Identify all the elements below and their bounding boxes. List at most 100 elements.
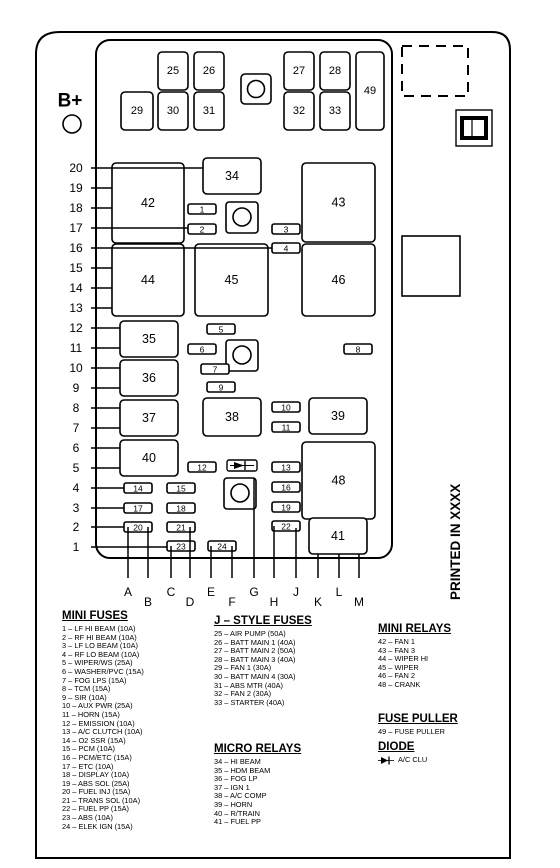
relay-label: 46 bbox=[332, 273, 346, 287]
legend-item: 18 – DISPLAY (10A) bbox=[62, 770, 130, 780]
mini-fuse-label: 8 bbox=[356, 345, 361, 355]
legend-fuse-puller: FUSE PULLER 49 – FUSE PULLER bbox=[378, 713, 458, 737]
mini-fuse-label: 9 bbox=[219, 383, 224, 393]
connector-number: 2 bbox=[73, 520, 80, 534]
legend-title: MINI FUSES bbox=[62, 610, 128, 622]
relay-label: 35 bbox=[142, 332, 156, 346]
j-fuse-label: 25 bbox=[167, 65, 179, 77]
mini-fuse-label: 2 bbox=[200, 225, 205, 235]
mini-fuse-3 bbox=[271, 223, 301, 235]
mini-fuse-label: 3 bbox=[284, 225, 289, 235]
j-fuse-28 bbox=[319, 51, 351, 91]
mini-fuse-21 bbox=[166, 521, 196, 533]
legend-item: 6 – WASHER/PVC (15A) bbox=[62, 666, 144, 676]
legend-item: 34 – HI BEAM bbox=[214, 757, 261, 766]
relay-44 bbox=[111, 243, 185, 317]
legend-item: 8 – TCM (15A) bbox=[62, 684, 111, 694]
legend-item: 49 – FUSE PULLER bbox=[378, 727, 445, 736]
relay-35 bbox=[119, 320, 179, 358]
stud-icon bbox=[232, 345, 252, 365]
j-fuse-label: 33 bbox=[329, 105, 341, 117]
legend-item: 4 – RF LO BEAM (10A) bbox=[62, 649, 140, 659]
legend-mini-fuses: MINI FUSES 1 – LF HI BEAM (10A)2 – RF HI… bbox=[62, 610, 144, 831]
relay-label: 36 bbox=[142, 371, 156, 385]
legend-item: 39 – HORN bbox=[214, 799, 253, 809]
stud-icon bbox=[232, 207, 252, 227]
legend-j-style-fuses: J – STYLE FUSES 25 – AIR PUMP (50A)26 – … bbox=[214, 615, 312, 707]
mini-fuse-15 bbox=[166, 482, 196, 494]
connector-letter: J bbox=[293, 585, 299, 599]
battery-terminal-label: B+ bbox=[58, 91, 83, 112]
connector-number: 6 bbox=[73, 441, 80, 455]
legend-item: 9 – SIR (10A) bbox=[62, 692, 107, 702]
legend-item: 16 – PCM/ETC (15A) bbox=[62, 752, 132, 762]
legend-items: A/C CLU bbox=[378, 756, 427, 765]
diode-icon bbox=[378, 756, 394, 765]
j-fuse-29 bbox=[120, 91, 154, 131]
relay-34 bbox=[202, 157, 262, 195]
connector-number: 19 bbox=[69, 181, 83, 195]
legend-item: 36 – FOG LP bbox=[214, 774, 258, 784]
stud-housing bbox=[223, 477, 257, 510]
legend-item: 11 – HORN (15A) bbox=[62, 709, 120, 719]
mini-fuse-label: 20 bbox=[133, 523, 143, 533]
connector-letter: H bbox=[270, 595, 279, 609]
connector-number: 3 bbox=[73, 501, 80, 515]
mini-fuse-label: 7 bbox=[213, 365, 218, 375]
mini-fuse-label: 24 bbox=[217, 542, 227, 552]
mini-fuse-13 bbox=[271, 461, 301, 473]
connector-number: 12 bbox=[69, 321, 83, 335]
mini-fuse-6 bbox=[187, 343, 217, 355]
legend-item: 33 – STARTER (40A) bbox=[214, 697, 285, 707]
mini-fuse-10 bbox=[271, 401, 301, 413]
relay-45 bbox=[194, 243, 269, 317]
mini-fuse-label: 15 bbox=[176, 484, 186, 494]
j-fuse-label: 32 bbox=[293, 105, 305, 117]
relay-39 bbox=[308, 397, 368, 435]
connector-letter: B bbox=[144, 595, 152, 609]
mini-fuse-2 bbox=[187, 223, 217, 235]
legend-item: 17 – ETC (10A) bbox=[62, 761, 114, 771]
relay-40 bbox=[119, 439, 179, 477]
j-fuse-49 bbox=[355, 51, 385, 131]
mini-fuse-1 bbox=[187, 203, 217, 215]
legend-item: 32 – FAN 2 (30A) bbox=[214, 689, 272, 699]
j-fuse-27 bbox=[283, 51, 315, 91]
relay-label: 40 bbox=[142, 451, 156, 465]
mini-fuse-9 bbox=[206, 381, 236, 393]
connector-number: 9 bbox=[73, 381, 80, 395]
j-fuse-31 bbox=[193, 91, 225, 131]
mini-fuse-label: 22 bbox=[281, 522, 291, 532]
connector-number: 17 bbox=[69, 221, 83, 235]
legend-item: 44 – WIPER HI bbox=[378, 654, 429, 664]
empty-cavity bbox=[401, 235, 461, 297]
legend-title: DIODE bbox=[378, 741, 415, 753]
connector-letter: A bbox=[124, 585, 132, 599]
j-fuse-label: 27 bbox=[293, 65, 305, 77]
connector-number: 4 bbox=[73, 481, 80, 495]
legend-title: MINI RELAYS bbox=[378, 623, 452, 635]
j-fuse-33 bbox=[319, 91, 351, 131]
mini-fuse-16 bbox=[271, 481, 301, 493]
mini-fuse-label: 13 bbox=[281, 463, 291, 473]
mini-fuse-label: 17 bbox=[133, 504, 143, 514]
mini-fuse-22 bbox=[271, 520, 301, 532]
connector-number: 5 bbox=[73, 461, 80, 475]
legend-title: MICRO RELAYS bbox=[214, 743, 302, 755]
legend-item: 22 – FUEL PP (15A) bbox=[62, 804, 129, 814]
legend-item: 23 – ABS (10A) bbox=[62, 813, 113, 823]
mini-fuse-5 bbox=[206, 323, 236, 335]
connector-letter: F bbox=[228, 595, 235, 609]
j-fuse-30 bbox=[157, 91, 189, 131]
printed-in-text: PRINTED IN XXXX bbox=[448, 483, 463, 600]
mini-fuse-18 bbox=[166, 502, 196, 514]
legend-item: 27 – BATT MAIN 2 (50A) bbox=[214, 646, 296, 656]
connector-letter: C bbox=[167, 585, 176, 599]
j-fuse-32 bbox=[283, 91, 315, 131]
